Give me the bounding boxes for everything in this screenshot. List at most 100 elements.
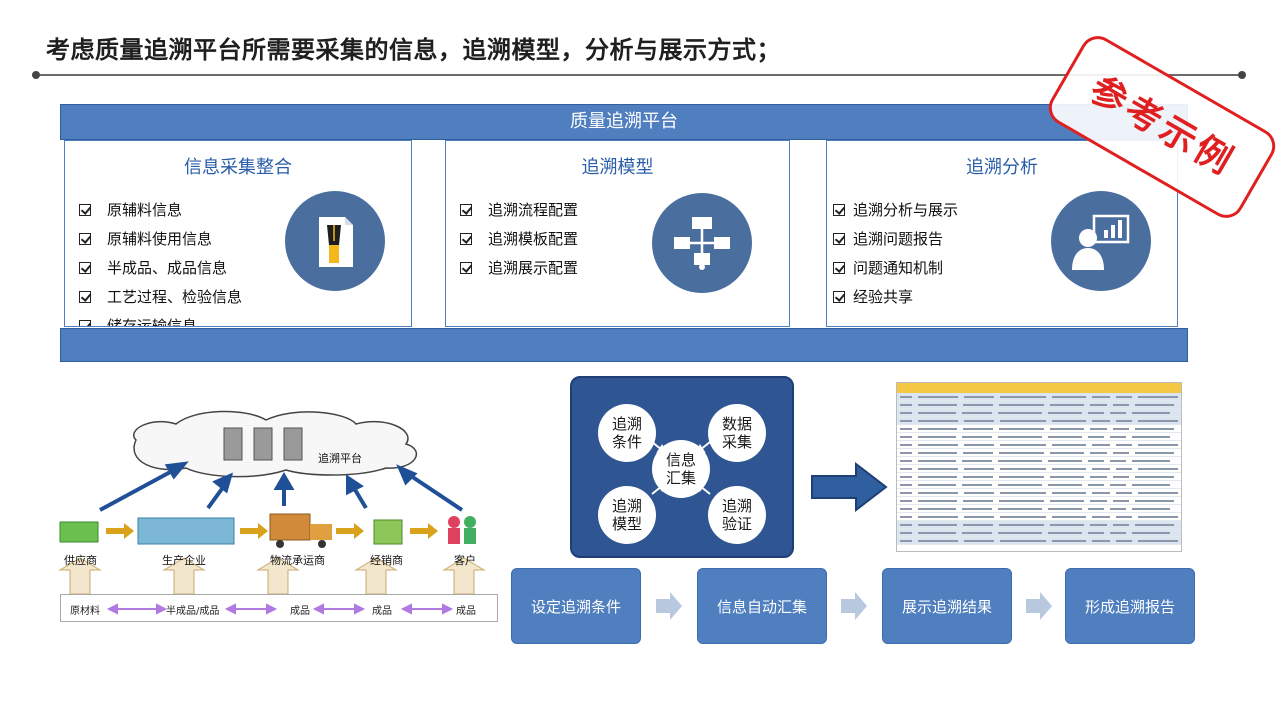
panel-title: 追溯分析: [966, 157, 1038, 178]
checkbox-icon: [833, 261, 845, 274]
checkbox-icon: [460, 203, 472, 216]
step-arrow-icon: [841, 592, 867, 620]
flow-label: 半成品/成品: [166, 606, 220, 617]
flow-label: 成品: [372, 606, 392, 617]
step-arrow-icon: [1026, 592, 1052, 620]
checklist-label: 原辅料信息: [107, 201, 183, 219]
checklist-item: 工艺过程、检验信息: [79, 282, 242, 311]
checklist: 原辅料信息 原辅料使用信息 半成品、成品信息 工艺过程、检验信息 储存运输信息: [79, 195, 242, 327]
checklist-label: 储存运输信息: [107, 317, 198, 327]
checklist-item: 原辅料使用信息: [79, 224, 242, 253]
table-row: [897, 457, 1181, 465]
node-label-supplier: 供应商: [64, 554, 97, 567]
checklist-item: 追溯流程配置: [460, 195, 578, 224]
checkbox-icon: [79, 261, 91, 274]
step-show-results-button[interactable]: 展示追溯结果: [882, 568, 1012, 644]
table-row: [897, 425, 1181, 433]
bubble-data-collection: 数据 采集: [708, 404, 766, 462]
step-set-conditions-button[interactable]: 设定追溯条件: [511, 568, 641, 644]
flow-label: 原材料: [70, 606, 100, 617]
checklist-label: 经验共享: [853, 288, 914, 306]
table-row: [897, 441, 1181, 449]
table-row: [897, 449, 1181, 457]
platform-footer-bar: [60, 328, 1188, 362]
server-icon: [283, 427, 303, 461]
table-row: [897, 409, 1181, 417]
table-row: [897, 489, 1181, 497]
bubble-trace-model: 追溯 模型: [598, 486, 656, 544]
flow-label: 成品: [456, 606, 476, 617]
table-row: [897, 417, 1181, 425]
distributor-icon: [373, 519, 403, 545]
node-label-customer: 客户: [454, 554, 476, 567]
table-row: [897, 513, 1181, 521]
customer-icon: [448, 516, 460, 528]
checkbox-icon: [833, 203, 845, 216]
bubble-trace-verification: 追溯 验证: [708, 486, 766, 544]
supply-chain-graphic: [58, 410, 486, 595]
checkbox-icon: [460, 261, 472, 274]
panel-info-collection: 信息采集整合 原辅料信息 原辅料使用信息 半成品、成品信息 工艺过程、检验信息 …: [64, 140, 412, 327]
table-row: [897, 497, 1181, 505]
checklist-label: 半成品、成品信息: [107, 259, 228, 277]
panel-trace-analysis: 追溯分析 追溯分析与展示 追溯问题报告 问题通知机制 经验共享: [826, 140, 1178, 327]
supply-chain-diagram: 追溯平台 供应商 生产企业 物流承运商 经销商 客户 原材料 半成品/成品 成品…: [56, 410, 504, 630]
checkbox-icon: [79, 319, 91, 326]
material-flow-bar: [60, 594, 498, 622]
truck-icon: [269, 513, 311, 541]
panel-title: 信息采集整合: [184, 157, 292, 178]
node-label-distributor: 经销商: [370, 554, 403, 567]
table-row: [897, 537, 1181, 545]
checkbox-icon: [79, 290, 91, 303]
checklist-item: 问题通知机制: [833, 253, 958, 282]
presenter-chart-icon: [1051, 191, 1151, 291]
panel-trace-model: 追溯模型 追溯流程配置 追溯模板配置 追溯展示配置: [445, 140, 790, 327]
table-row: [897, 393, 1181, 401]
checklist-label: 追溯模板配置: [488, 230, 579, 248]
title-divider: [36, 74, 1244, 76]
checklist-item: 半成品、成品信息: [79, 253, 242, 282]
flowchart-icon: [652, 193, 752, 293]
cloud-label: 追溯平台: [318, 452, 362, 465]
supplier-icon: [59, 521, 99, 543]
step-generate-report-button[interactable]: 形成追溯报告: [1065, 568, 1195, 644]
table-header-row: [897, 383, 1181, 393]
checklist-label: 原辅料使用信息: [107, 230, 213, 248]
factory-icon: [137, 517, 235, 545]
checklist-item: 原辅料信息: [79, 195, 242, 224]
checkbox-icon: [79, 203, 91, 216]
divider-dot-right: [1238, 71, 1246, 79]
table-row: [897, 401, 1181, 409]
checklist: 追溯分析与展示 追溯问题报告 问题通知机制 经验共享: [833, 195, 958, 311]
checklist-item: 追溯问题报告: [833, 224, 958, 253]
server-icon: [223, 427, 243, 461]
checkbox-icon: [833, 290, 845, 303]
checklist-label: 问题通知机制: [853, 259, 944, 277]
panel-title: 追溯模型: [581, 157, 654, 178]
checklist-label: 追溯展示配置: [488, 259, 579, 277]
table-row: [897, 481, 1181, 489]
checklist-label: 工艺过程、检验信息: [107, 288, 243, 306]
checklist-label: 追溯分析与展示: [853, 201, 959, 219]
table-body: [897, 393, 1181, 545]
node-label-logistics: 物流承运商: [270, 554, 325, 567]
right-arrow-icon: [811, 462, 888, 512]
table-row: [897, 433, 1181, 441]
step-arrow-icon: [656, 592, 682, 620]
trace-result-table-thumbnail: [896, 382, 1182, 552]
table-row: [897, 521, 1181, 529]
checklist-item: 经验共享: [833, 282, 958, 311]
checklist-label: 追溯问题报告: [853, 230, 944, 248]
pen-document-icon: [285, 191, 385, 291]
trace-center-panel: 追溯 条件 数据 采集 信息 汇集 追溯 模型 追溯 验证: [570, 376, 794, 558]
table-row: [897, 505, 1181, 513]
checkbox-icon: [79, 232, 91, 245]
step-auto-collect-button[interactable]: 信息自动汇集: [697, 568, 827, 644]
checkbox-icon: [833, 232, 845, 245]
checklist-item: 追溯模板配置: [460, 224, 578, 253]
checklist-item: 储存运输信息: [79, 311, 242, 327]
table-row: [897, 473, 1181, 481]
platform-header-bar: 质量追溯平台: [60, 104, 1188, 140]
checkbox-icon: [460, 232, 472, 245]
table-row: [897, 529, 1181, 537]
